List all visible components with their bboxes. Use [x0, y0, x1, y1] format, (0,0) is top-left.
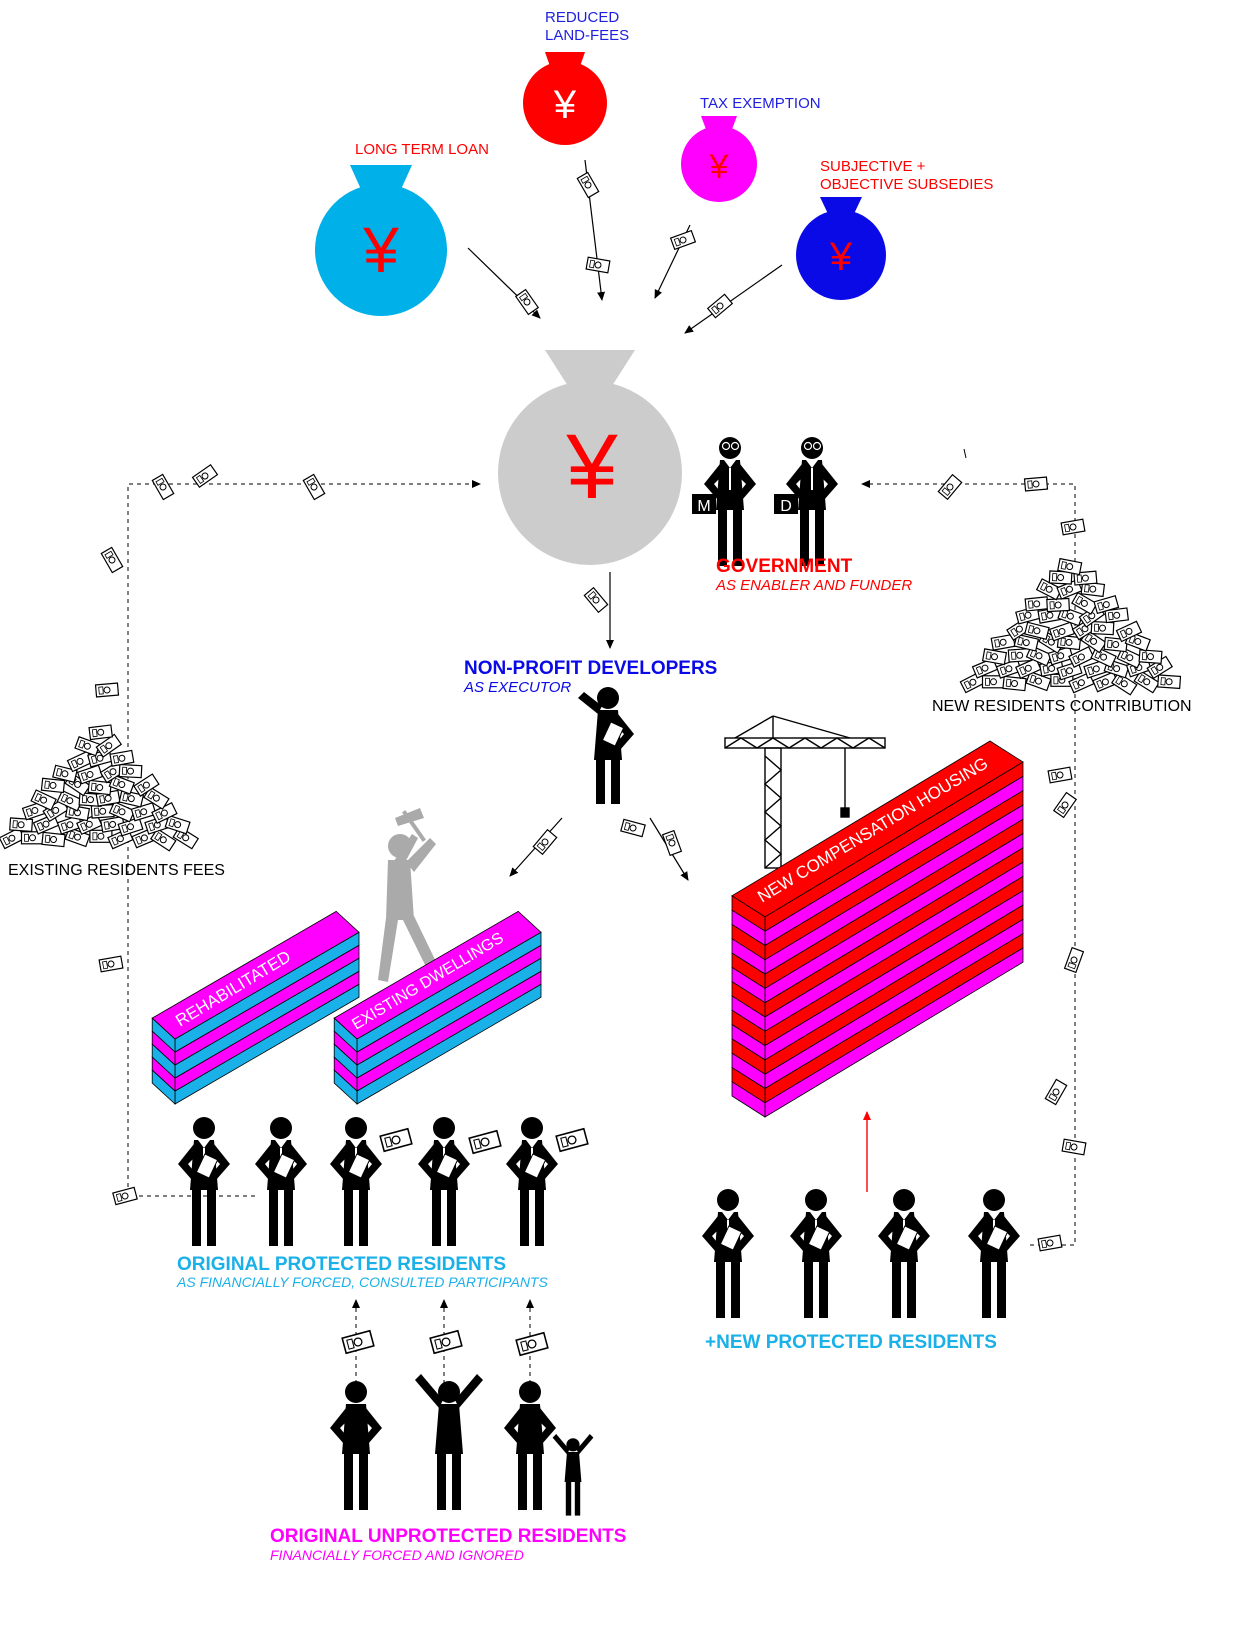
money-bill [1002, 675, 1027, 692]
subsidies-bag: ¥ [796, 197, 886, 300]
money-bill [74, 736, 101, 757]
protected-resident-figure [178, 1117, 230, 1246]
money-bill [164, 814, 191, 835]
unprotected-resident-figure [415, 1374, 483, 1510]
protected-resident-figure [255, 1117, 307, 1246]
new-resident-figure [878, 1189, 930, 1318]
money-bill [1138, 649, 1163, 664]
government-title: GOVERNMENT [716, 556, 853, 577]
building-roof [333, 910, 542, 1040]
new-contribution-money-pile [959, 558, 1182, 696]
land-fees-label-line1: REDUCED [545, 9, 619, 26]
government-officials: M D [692, 437, 838, 566]
existing-fees-label: EXISTING RESIDENTS FEES [8, 862, 225, 879]
central-fund-bag: ¥ [498, 350, 682, 565]
long-term-loan-label: LONG TERM LOAN [355, 141, 489, 158]
unprotected-residents-subtitle: FINANCIALLY FORCED AND IGNORED [270, 1547, 524, 1563]
new-protected-residents-group [702, 1189, 1020, 1318]
central-fund-yen-symbol: ¥ [565, 416, 618, 518]
new-resident-figure [968, 1189, 1020, 1318]
original-protected-residents-group [178, 1117, 558, 1246]
demolition-worker-figure [378, 808, 440, 982]
land-fees-bag: ¥ [523, 52, 607, 145]
government-subtitle: AS ENABLER AND FUNDER [715, 577, 912, 594]
new-resident-figure [790, 1189, 842, 1318]
developers-subtitle: AS EXECUTOR [463, 679, 571, 696]
tax-exemption-bag: ¥ [681, 116, 757, 202]
new-compensation-housing-building [731, 740, 1024, 1118]
original-unprotected-residents-group [330, 1374, 594, 1516]
protected-resident-figure [506, 1117, 558, 1246]
developer-bill-left [532, 829, 558, 855]
tick-mark [963, 448, 967, 459]
building-roof [151, 910, 360, 1040]
money-bill [1046, 597, 1070, 613]
unprotected-residents-title: ORIGINAL UNPROTECTED RESIDENTS [270, 1526, 626, 1547]
existing-fees-money-pile [0, 724, 199, 852]
developer-bill-right-1 [620, 818, 646, 838]
money-bill [88, 724, 113, 741]
money-bill [1071, 592, 1098, 615]
unprotected-resident-figure [330, 1381, 382, 1510]
new-protected-residents-title: +NEW PROTECTED RESIDENTS [705, 1332, 997, 1353]
new-contribution-label: NEW RESIDENTS CONTRIBUTION [932, 698, 1192, 715]
unprotected-parent-with-child [504, 1381, 594, 1516]
developer-figure [578, 687, 634, 804]
fund-to-developer-bill [583, 587, 609, 613]
subsidies-label-line2: OBJECTIVE SUBSEDIES [820, 176, 993, 193]
long-term-loan-yen-symbol: ¥ [362, 214, 399, 286]
tax-exemption-label: TAX EXEMPTION [700, 95, 821, 112]
land-fees-yen-symbol: ¥ [553, 83, 577, 127]
protected-residents-title: ORIGINAL PROTECTED RESIDENTS [177, 1254, 506, 1275]
new-resident-figure [702, 1189, 754, 1318]
government-badge-m: M [697, 498, 710, 515]
developer-bill-right-2 [661, 830, 683, 856]
protected-resident-bills [379, 1127, 589, 1155]
money-bill [1090, 620, 1115, 636]
new-contribution-loop [861, 480, 1076, 1246]
protected-resident-figure [330, 1117, 382, 1246]
protected-residents-subtitle: AS FINANCIALLY FORCED, CONSULTED PARTICI… [176, 1274, 548, 1290]
government-badge-d: D [780, 498, 792, 515]
rehabilitated-building [151, 910, 360, 1105]
tax-exemption-yen-symbol: ¥ [709, 148, 729, 186]
land-fees-label-line2: LAND-FEES [545, 27, 629, 44]
protected-resident-figure [418, 1117, 470, 1246]
money-bill [109, 749, 135, 767]
existing-dwellings-building [333, 910, 542, 1105]
long-term-loan-bag: ¥ [315, 165, 447, 316]
money-bill [1157, 674, 1182, 690]
construction-crane [724, 715, 886, 869]
money-bill [118, 763, 143, 779]
money-bill [1024, 596, 1049, 612]
unprotected-bills [341, 1329, 549, 1357]
developers-title: NON-PROFIT DEVELOPERS [464, 658, 717, 679]
money-bill [9, 817, 34, 833]
building-roof [731, 740, 1024, 918]
subsidies-label-line1: SUBJECTIVE + [820, 158, 926, 175]
money-bill [40, 777, 66, 794]
subsidies-yen-symbol: ¥ [829, 235, 853, 279]
